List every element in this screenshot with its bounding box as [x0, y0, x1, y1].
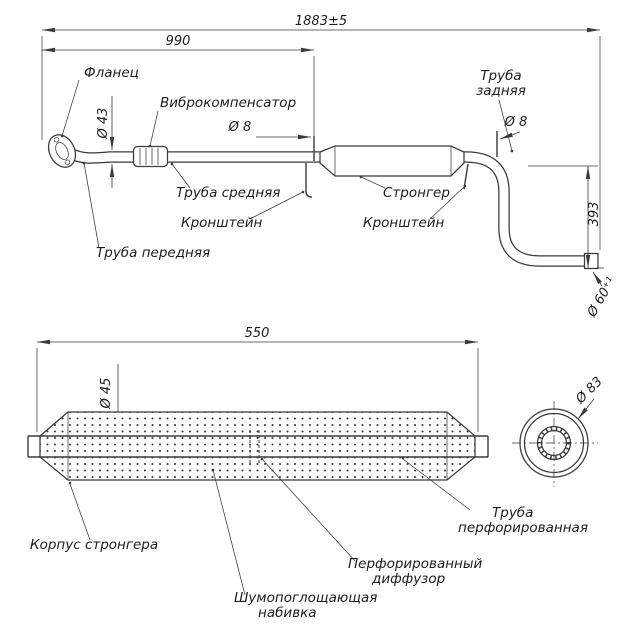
label-front-pipe: Труба передняя: [96, 245, 210, 261]
dim-tail-dia: Ø 60⁺¹: [584, 271, 619, 321]
bracket-left: [305, 136, 315, 198]
label-rear-pipe-2: задняя: [476, 83, 526, 99]
top-labels: Фланец Виброкомпенсатор Труба задняя Тру…: [60, 65, 526, 261]
pipe-run: [67, 147, 585, 267]
end-view: Ø 83: [512, 374, 606, 487]
section-labels: Корпус стронгера Шумопоглощающая набивка…: [30, 456, 588, 621]
label-stronger: Стронгер: [383, 185, 450, 201]
dim-rear-drop: 393: [528, 165, 604, 269]
dim-front: 990: [42, 34, 315, 150]
dim-rod-left-text: Ø 8: [228, 120, 252, 135]
dim-rod-right-text: Ø 8: [504, 115, 528, 130]
dim-rod-right: Ø 8: [499, 115, 528, 140]
dim-stronger-len-text: 550: [245, 326, 270, 341]
dim-overall: 1883±5: [41, 14, 601, 250]
vibro-compensator: [132, 145, 169, 168]
label-perf-pipe-1: Труба: [492, 505, 533, 521]
dim-flange-dia: Ø 43: [96, 96, 115, 188]
label-bracket-right: Кронштейн: [363, 215, 445, 231]
diffuser-marks: [249, 430, 260, 463]
label-perf-pipe-2: перфорированная: [458, 520, 588, 536]
label-diffuser-1: Перфорированный: [348, 556, 483, 572]
label-stuffing-2: набивка: [258, 605, 317, 621]
label-rear-pipe-1: Труба: [480, 68, 521, 84]
top-view: 1883±5 990 Ø 43 Ø 8 Ø 8 393: [41, 14, 619, 321]
label-middle-pipe: Труба средняя: [176, 185, 280, 201]
label-stuffing-1: Шумопоглощающая: [234, 590, 377, 606]
label-diffuser-2: диффузор: [371, 571, 445, 587]
dim-pipe-dia-text: Ø 45: [99, 378, 114, 410]
dim-tail-dia-text: Ø 60⁺¹: [584, 275, 619, 321]
flange: [47, 134, 77, 168]
dim-flange-dia-text: Ø 43: [96, 108, 111, 140]
dim-front-text: 990: [166, 34, 191, 49]
label-flange: Фланец: [84, 65, 139, 81]
dim-shell-dia-text: Ø 83: [573, 374, 606, 407]
dim-stronger-len: 550: [36, 326, 479, 432]
label-vibro: Виброкомпенсатор: [160, 95, 296, 111]
dim-rod-left: Ø 8: [228, 120, 311, 140]
stronger-body-side: [319, 145, 465, 177]
dim-overall-text: 1883±5: [295, 14, 347, 29]
dim-shell-dia: Ø 83: [573, 374, 606, 420]
label-stronger-body: Корпус стронгера: [30, 537, 158, 553]
label-bracket-left: Кронштейн: [181, 215, 263, 231]
section-view: 550 Ø 45 Корпус стр: [27, 326, 588, 621]
dim-rear-drop-text: 393: [587, 202, 602, 227]
tailpipe-tip: [583, 252, 599, 270]
stronger-shell: [27, 411, 489, 481]
